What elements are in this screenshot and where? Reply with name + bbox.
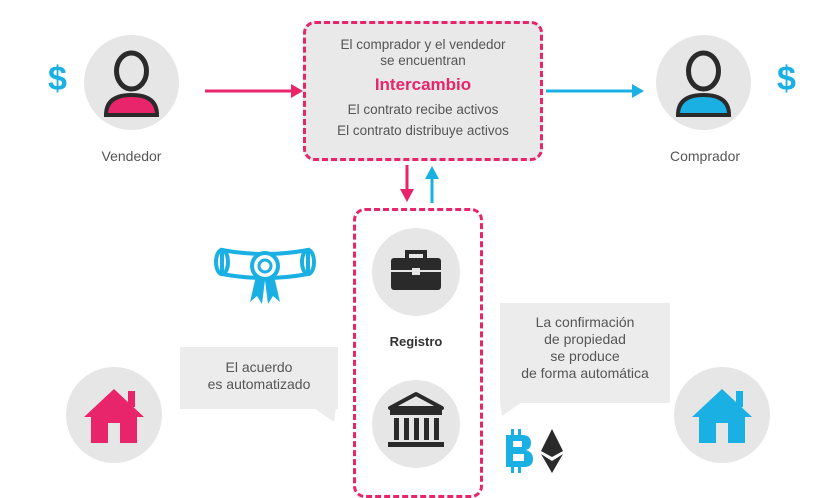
seller-dollar-icon: $ — [48, 60, 67, 98]
confirmation-bubble-tail — [500, 402, 522, 416]
confirmation-line-2: de propiedad — [544, 331, 626, 347]
exchange-line-3: El contrato recibe activos — [347, 102, 499, 117]
briefcase-circle — [372, 228, 460, 316]
bank-icon — [388, 392, 444, 447]
confirmation-line-4: de forma automática — [521, 365, 649, 381]
seller-house-circle — [66, 367, 162, 463]
seller-user-icon — [103, 50, 160, 117]
confirmation-bubble: La confirmación de propiedad se produce … — [500, 303, 670, 403]
bitcoin-icon — [506, 429, 533, 473]
exchange-title: Intercambio — [374, 75, 472, 94]
confirmation-line-3: se produce — [550, 348, 620, 364]
seller-house-icon — [84, 389, 144, 443]
diploma-icon — [214, 247, 316, 304]
seller-label: Vendedor — [101, 148, 162, 164]
ethereum-icon — [541, 429, 563, 473]
buyer-avatar — [656, 35, 751, 130]
down-arrow-icon — [400, 165, 414, 202]
exchange-line-4: El contrato distribuye activos — [337, 123, 509, 138]
registry-label: Registro — [389, 334, 443, 349]
exchange-line-1: El comprador y el vendedor — [340, 37, 506, 52]
up-arrow-icon — [425, 166, 439, 203]
seller-avatar — [84, 35, 179, 130]
buyer-user-icon — [675, 50, 732, 117]
buyer-house-circle — [674, 367, 770, 463]
exchange-box: El comprador y el vendedor se encuentran… — [303, 21, 543, 161]
buyer-label: Comprador — [669, 148, 741, 164]
buyer-dollar-icon: $ — [777, 60, 796, 98]
agreement-line-2: es automatizado — [207, 376, 311, 392]
seller-to-exchange-arrow-icon — [205, 84, 303, 98]
confirmation-line-1: La confirmación — [535, 314, 635, 330]
buyer-house-icon — [692, 389, 752, 443]
agreement-line-1: El acuerdo — [225, 359, 293, 375]
briefcase-icon — [391, 250, 441, 290]
exchange-to-buyer-arrow-icon — [546, 84, 644, 98]
agreement-bubble-tail — [314, 408, 336, 422]
agreement-bubble: El acuerdo es automatizado — [180, 347, 338, 409]
bank-circle — [372, 380, 460, 468]
exchange-line-2: se encuentran — [380, 53, 466, 68]
